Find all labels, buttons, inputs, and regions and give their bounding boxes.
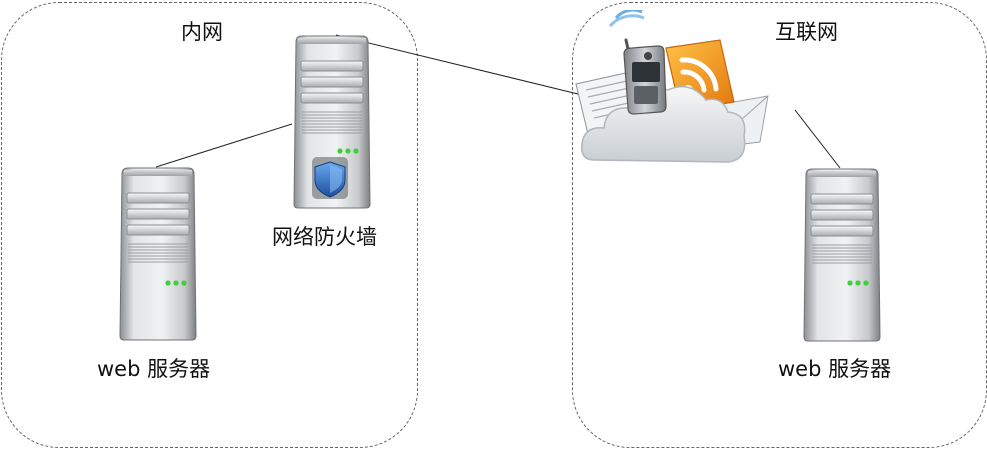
intranet-zone [1,2,418,448]
intranet-web-server [118,166,198,346]
link-firewall-cloud [335,34,583,96]
intranet-web-server-label: web 服务器 [97,357,211,381]
server-icon [119,167,197,341]
link-cloud-server [794,109,841,169]
internet-zone-label: 互联网 [775,20,838,44]
internet-cloud [572,8,772,174]
firewall-label: 网络防火墙 [272,225,377,249]
shield-icon [312,157,348,199]
firewall-server-icon [293,35,371,209]
server-icon [803,168,881,342]
internet-web-server [802,167,882,347]
firewall-server [292,34,372,214]
internet-web-server-label: web 服务器 [778,357,892,381]
internet-cloud-icon [575,8,769,163]
link-server-firewall [155,123,293,168]
intranet-zone-label: 内网 [181,20,223,44]
phone-icon [608,8,667,115]
